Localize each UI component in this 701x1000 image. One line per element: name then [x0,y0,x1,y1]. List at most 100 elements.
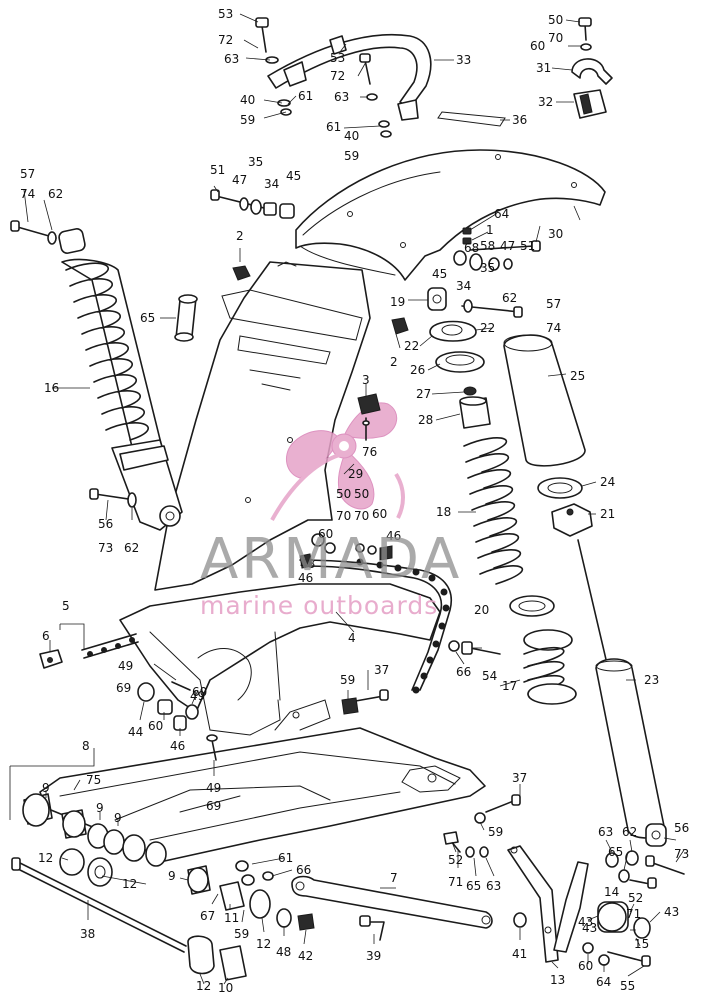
callout: 50 [548,13,563,27]
footrest-pivot-14 [582,901,651,967]
rubber-bushing-65 [174,294,198,342]
right-lower-hardware [341,640,685,889]
rear-fender [295,149,606,281]
callout: 72 [330,69,345,83]
callout: 43 [664,905,679,919]
callout: 57 [20,167,35,181]
master-link-6 [39,649,63,669]
bolt-54 [461,641,501,655]
torque-link-7 [291,875,493,929]
callout: 63 [598,825,613,839]
callout: 28 [418,413,433,427]
swing-arm-spindle-38 [11,857,187,953]
callout: 49 [206,781,221,795]
callout: 25 [570,369,585,383]
callout: 71 [448,875,463,889]
callout: 12 [256,937,271,951]
callout: 60 [372,507,387,521]
cable-guide-3 [357,393,381,441]
callout: 52 [448,853,463,867]
callout: 46 [386,529,401,543]
stopper-27 [463,386,477,396]
callout: 50 [354,487,369,501]
callout: 45 [432,267,447,281]
callout: 73 [98,541,113,555]
callout: 39 [366,949,381,963]
callout: 21 [600,507,615,521]
callout: 60 [318,527,333,541]
callout: 16 [44,381,59,395]
callout: 13 [550,973,565,987]
callout: 61 [298,89,313,103]
callout: 36 [512,113,527,127]
callout: 45 [286,169,301,183]
callout: 74 [20,187,35,201]
callout: 56 [674,821,689,835]
callout: 2 [236,229,244,243]
chain-link-5 [81,633,139,659]
callout: 59 [234,927,249,941]
callout: 59 [240,113,255,127]
callout: 30 [548,227,563,241]
callout: 62 [502,291,517,305]
callout: 3 [362,373,370,387]
swing-arm-bushings [22,793,315,981]
callout: 40 [240,93,255,107]
nut-2-left [232,265,251,281]
callout: 24 [600,475,615,489]
callout: 65 [140,311,155,325]
callout: 23 [644,673,659,687]
callout: 48 [300,557,315,571]
nut-2-right [391,317,409,335]
clamp-bracket [571,17,613,119]
dust-cover-25 [503,334,586,467]
callout: 44 [128,725,143,739]
callout: 51 [520,239,535,253]
callout: 54 [482,669,497,683]
callout: 60 [578,959,593,973]
callout-labels: 53 72 63 40 59 61 53 72 63 61 40 59 33 5… [20,7,689,995]
callout: 76 [362,445,377,459]
callout: 43 [582,921,597,935]
callout: 66 [296,863,311,877]
callout: 51 [210,163,225,177]
shock-bottom-bolt [89,488,137,508]
bolt-39 [359,915,385,941]
callout: 5 [62,599,70,613]
callout: 19 [390,295,405,309]
callout: 63 [486,879,501,893]
callout: 56 [98,517,113,531]
spring-seat-20 [509,595,555,617]
callout: 72 [218,33,233,47]
callout: 2 [390,355,398,369]
callout: 35 [480,261,495,275]
callout: 62 [124,541,139,555]
callout: 9 [42,781,50,795]
washers-70-60 [299,533,393,569]
callout: 12 [122,877,137,891]
callout: 1 [486,223,494,237]
callout: 60 [148,719,163,733]
callout: 10 [218,981,233,995]
callout: 70 [548,31,563,45]
callout: 70 [354,509,369,523]
callout: 59 [344,149,359,163]
callout: 34 [264,177,279,191]
washer-24 [537,477,583,499]
callout: 9 [114,811,122,825]
washer-22 [429,320,477,342]
shock-top-bolt [10,220,57,245]
callout: 27 [416,387,431,401]
callout: 59 [340,673,355,687]
callout: 52 [628,891,643,905]
callout: 57 [546,297,561,311]
spring-adjuster-21 [551,503,593,537]
callout: 48 [276,945,291,959]
battery-box-frame [154,261,371,591]
bracket-13 [507,845,589,963]
callout: 40 [344,129,359,143]
callout: 49 [118,659,133,673]
callout: 4 [348,631,356,645]
callout: 75 [86,773,101,787]
